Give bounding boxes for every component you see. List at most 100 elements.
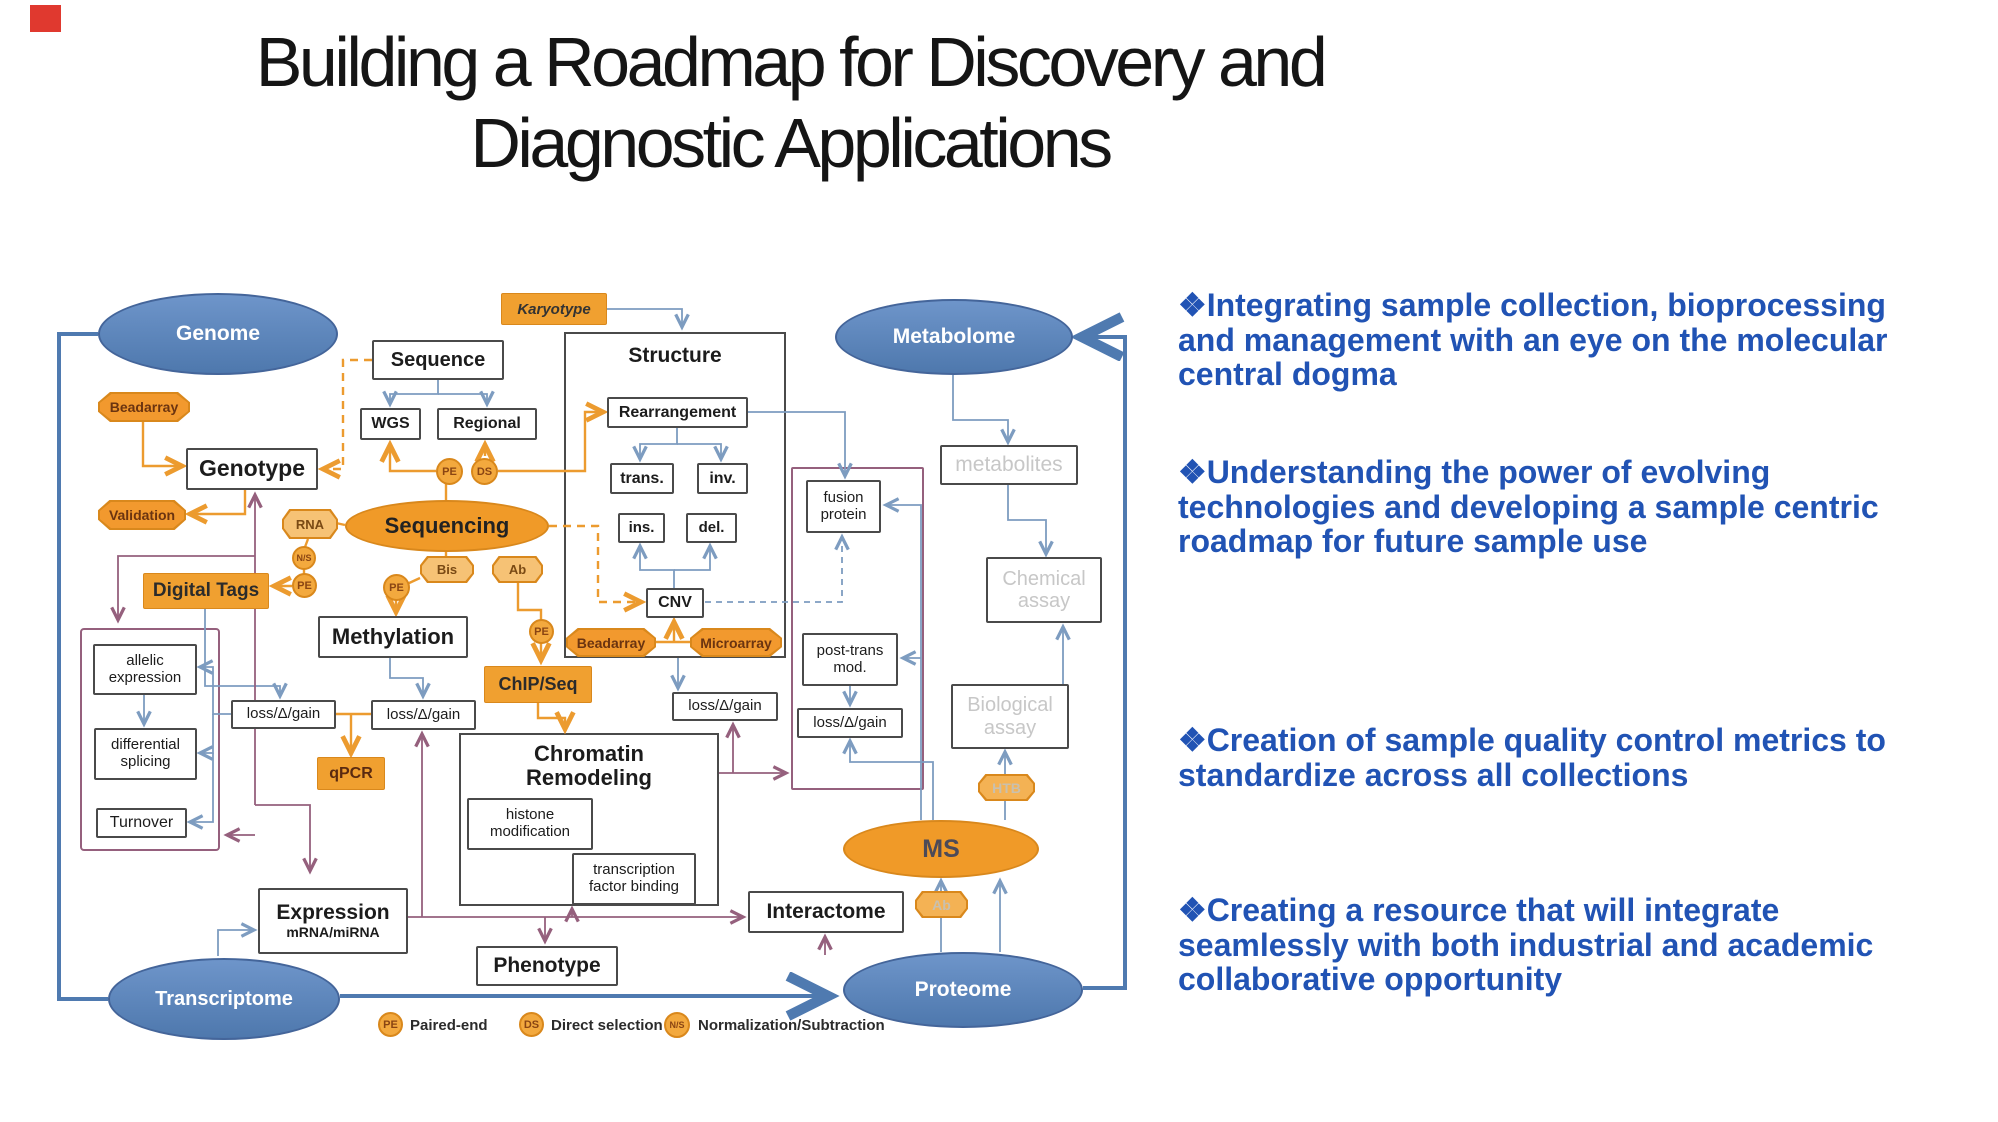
qpcr-label: qPCR: [329, 764, 373, 782]
rearrangement-node: Rearrangement: [607, 397, 748, 428]
interactome-label: Interactome: [766, 900, 886, 924]
corner-red-mark: [30, 5, 61, 32]
bullet-item: ❖Creating a resource that will integrate…: [1178, 893, 1923, 997]
legend-ds-tag: DS: [523, 1018, 540, 1031]
regional-label: Regional: [453, 415, 521, 433]
page-title: Building a Roadmap for Discovery and Dia…: [95, 22, 1485, 184]
ab-2-tag: Ab: [915, 891, 968, 918]
ab-label: Ab: [494, 558, 541, 581]
metabolites-label: metabolites: [955, 453, 1063, 477]
fusion-protein-label: fusion protein: [820, 488, 867, 523]
pe-tag-c: PE: [383, 574, 410, 601]
ms-node: MS: [843, 820, 1039, 878]
phenotype-label: Phenotype: [493, 954, 601, 978]
turnover-label: Turnover: [109, 814, 174, 832]
legend-ns-label: Normalization/Subtraction: [698, 1017, 885, 1034]
ms-label: MS: [922, 834, 960, 863]
post-trans-mod-node: post-trans mod.: [802, 633, 898, 686]
purple-connectors: [110, 491, 833, 955]
ds-tag: DS: [471, 458, 498, 485]
cnv-label: CNV: [658, 594, 692, 612]
qpcr-node: qPCR: [317, 757, 385, 790]
regional-node: Regional: [437, 408, 537, 440]
microarray-node: Microarray: [690, 628, 782, 657]
sequence-node: Sequence: [372, 340, 504, 380]
ins-node: ins.: [618, 513, 665, 543]
pe-tag-d: PE: [529, 619, 554, 644]
rearrangement-label: Rearrangement: [618, 403, 737, 421]
chemical-assay-node: Chemical assay: [986, 557, 1102, 623]
allelic-expression-label: allelic expression: [108, 651, 182, 686]
pe-label: PE: [297, 579, 312, 592]
bullet-text: Creating a resource that will integrate …: [1178, 892, 1874, 998]
bullet-item: ❖Creation of sample quality control metr…: [1178, 723, 1923, 792]
karyotype-node: Karyotype: [501, 293, 607, 325]
methylation-node: Methylation: [318, 616, 468, 658]
beadarray-label: Beadarray: [100, 394, 188, 420]
sequence-label: Sequence: [390, 348, 486, 371]
bullet-text: Creation of sample quality control metri…: [1178, 722, 1886, 793]
ins-label: ins.: [628, 518, 655, 536]
legend-pe-label: Paired-end: [410, 1017, 488, 1034]
bullet-marker-icon: ❖: [1178, 287, 1207, 323]
del-label: del.: [698, 518, 725, 536]
bullet-item: ❖Understanding the power of evolving tec…: [1178, 455, 1923, 559]
bullet-marker-icon: ❖: [1178, 892, 1207, 928]
bis-tag: Bis: [420, 556, 474, 583]
inv-node: inv.: [697, 463, 748, 494]
blue-connectors: [136, 308, 1071, 956]
differential-splicing-node: differential splicing: [94, 728, 197, 780]
bullet-text: Understanding the power of evolving tech…: [1178, 454, 1879, 560]
trans-node: trans.: [610, 463, 674, 494]
chipseq-label: ChIP/Seq: [498, 674, 578, 694]
bullet-marker-icon: ❖: [1178, 454, 1207, 490]
pe-label: PE: [442, 465, 457, 478]
histone-modification-node: histone modification: [467, 798, 593, 850]
expression-node: Expression mRNA/miRNA: [258, 888, 408, 954]
genome-label: Genome: [175, 322, 261, 345]
rna-tag: RNA: [282, 509, 338, 539]
title-line-2: Diagnostic Applications: [470, 104, 1113, 183]
title-line-1: Building a Roadmap for Discovery and: [255, 23, 1328, 101]
sequencing-node: Sequencing: [345, 500, 549, 552]
protein-feedback-container: [791, 467, 924, 790]
transcriptome-label: Transcriptome: [155, 987, 293, 1010]
htb-tag: HTB: [978, 774, 1035, 801]
beadarray-2-label: Beadarray: [568, 630, 654, 655]
karyotype-label: Karyotype: [517, 300, 591, 318]
loss-gain-label: loss/Δ/gain: [246, 705, 321, 723]
histone-modification-label: histone modification: [489, 806, 571, 840]
tf-binding-node: transcription factor binding: [572, 853, 696, 905]
loss-gain-label: loss/Δ/gain: [688, 697, 762, 715]
digital-tags-node: Digital Tags: [143, 573, 269, 609]
inv-label: inv.: [709, 469, 736, 487]
legend-pe-tag: PE: [383, 1018, 398, 1031]
pe-tag-a: PE: [436, 458, 463, 485]
legend-ds-label: Direct selection: [551, 1017, 663, 1034]
bullet-item: ❖Integrating sample collection, bioproce…: [1178, 288, 1923, 392]
turnover-node: Turnover: [96, 808, 187, 838]
tf-binding-label: transcription factor binding: [588, 861, 680, 895]
biological-assay-node: Biological assay: [951, 684, 1069, 749]
ds-label: DS: [476, 465, 493, 478]
legend-pe-icon: PE: [378, 1012, 403, 1037]
del-node: del.: [686, 513, 737, 543]
proteome-label: Proteome: [914, 978, 1012, 1001]
genome-node: Genome: [98, 293, 338, 375]
ab-tag: Ab: [492, 556, 543, 583]
chipseq-node: ChIP/Seq: [484, 666, 592, 703]
central-dogma-loop: [57, 334, 1127, 999]
metabolites-node: metabolites: [940, 445, 1078, 485]
expression-sub-label: mRNA/miRNA: [286, 924, 380, 941]
microarray-label: Microarray: [692, 630, 780, 655]
proteome-node: Proteome: [843, 952, 1083, 1028]
expression-label: Expression: [276, 900, 390, 924]
orange-connectors: [141, 358, 692, 759]
chemical-assay-label: Chemical assay: [1002, 567, 1086, 612]
biological-assay-label: Biological assay: [967, 694, 1053, 739]
loss-gain-label: loss/Δ/gain: [813, 713, 887, 731]
interactome-node: Interactome: [748, 891, 904, 933]
phenotype-node: Phenotype: [476, 946, 618, 986]
metabolome-label: Metabolome: [892, 325, 1016, 348]
